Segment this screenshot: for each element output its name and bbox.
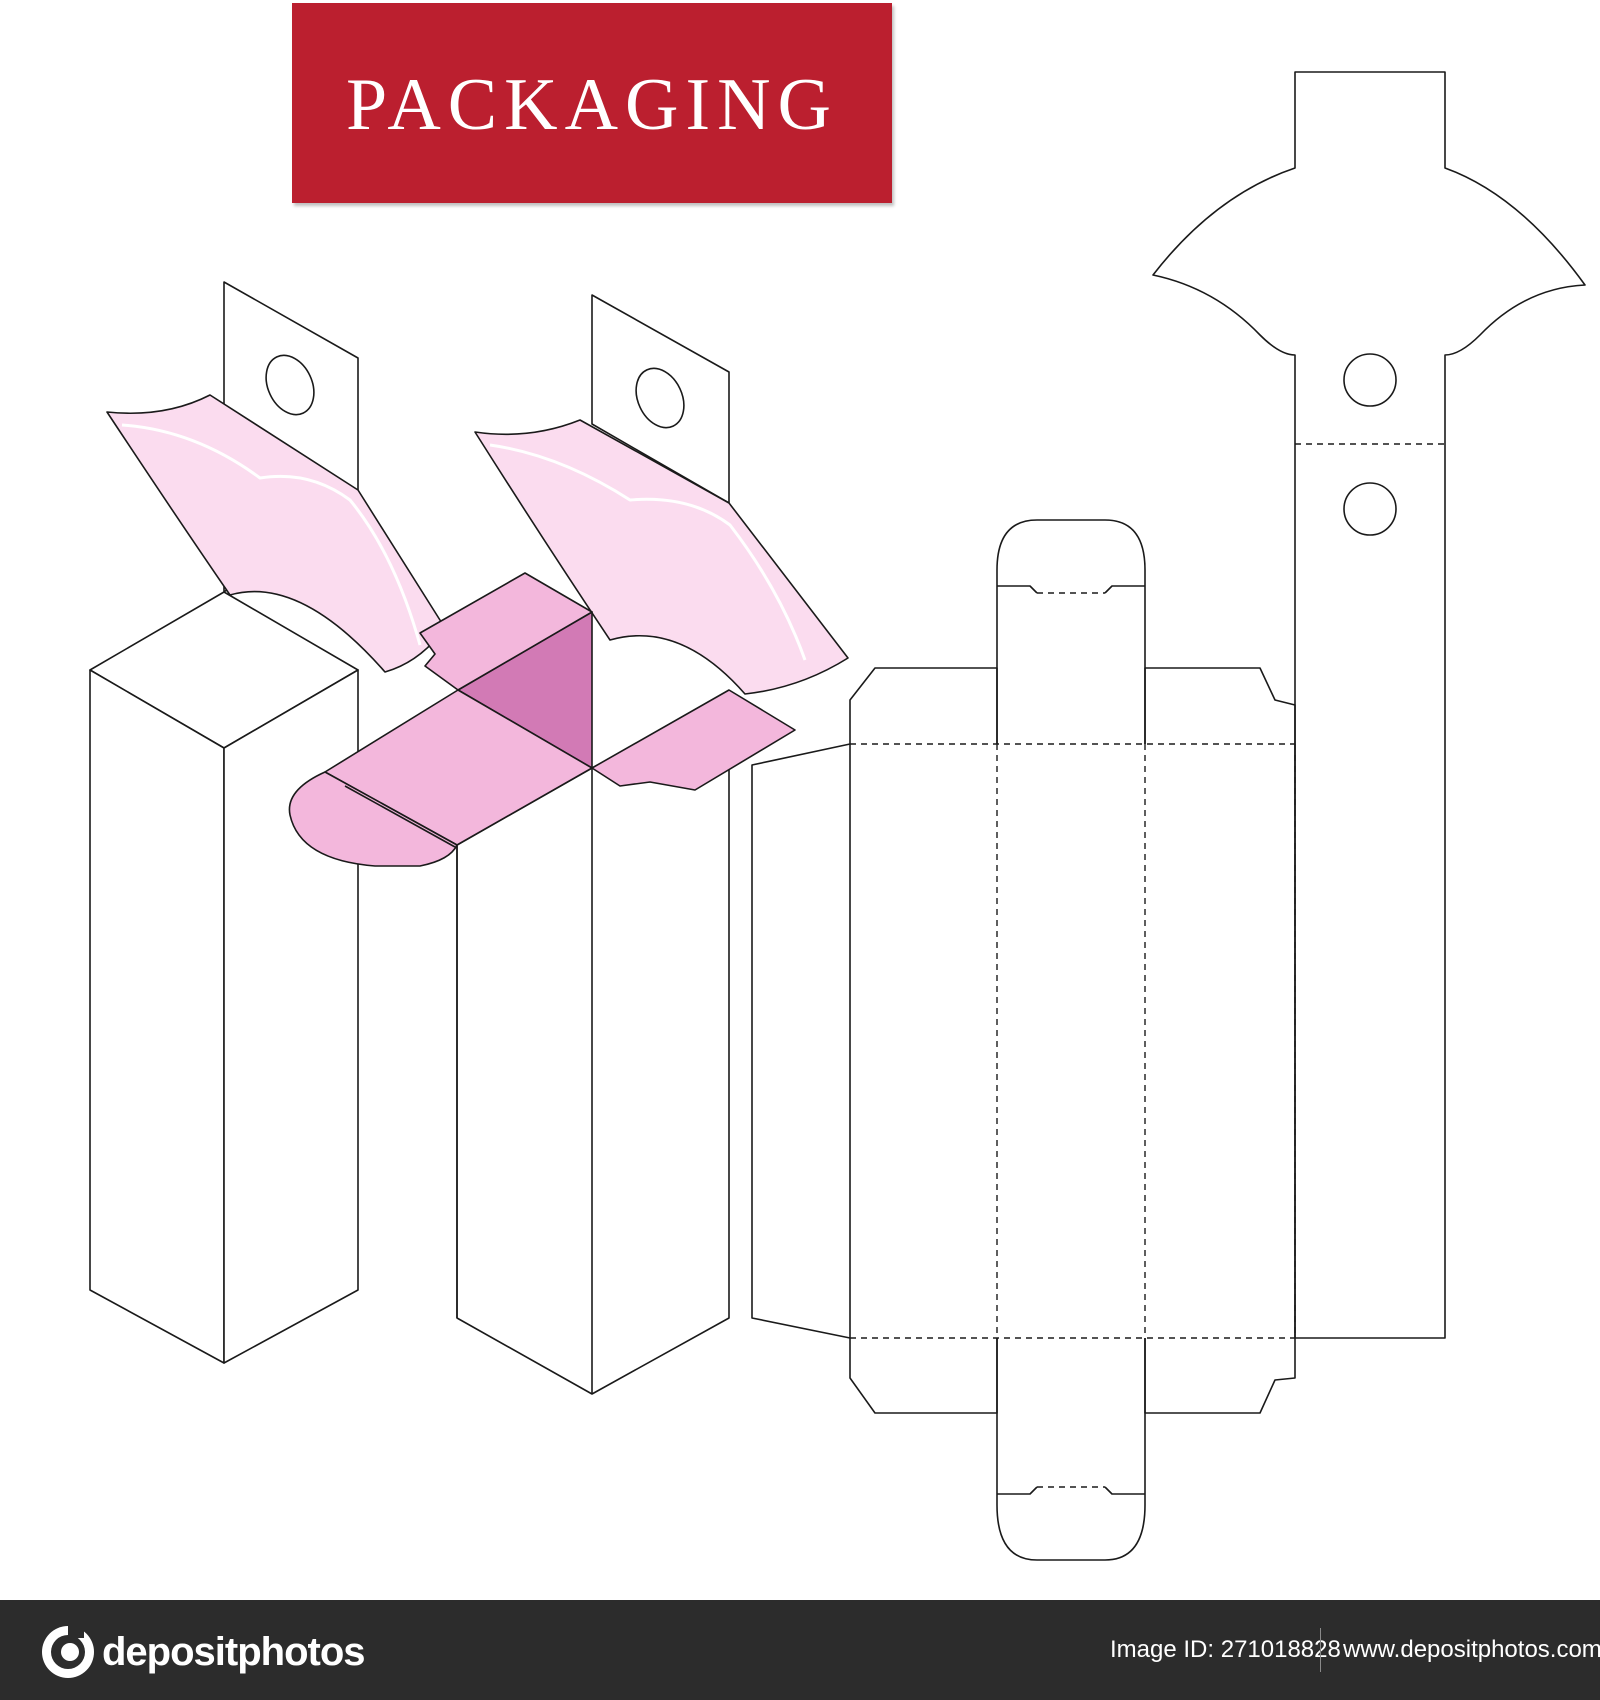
dieline-bottom-dust-left — [849, 1338, 998, 1414]
dieline-bottom-tuck — [996, 1338, 1146, 1561]
dieline-tuck-notches — [997, 585, 1145, 1495]
dieline-fold-lines — [850, 443, 1445, 1488]
left-box-lip-flap — [106, 394, 446, 673]
footer-divider — [1320, 1628, 1321, 1672]
brand[interactable]: depositphotos — [40, 1622, 366, 1682]
dieline-hole-2 — [1343, 482, 1397, 536]
box-dieline — [751, 71, 1586, 1561]
middle-box-hang-hole — [635, 367, 685, 429]
dieline-top-tuck — [996, 519, 1146, 744]
dieline-top-dust-left — [849, 667, 998, 744]
middle-box-open — [288, 294, 849, 1395]
image-id-label: Image ID: — [1110, 1636, 1215, 1663]
packaging-illustration — [89, 71, 1586, 1561]
middle-box-dust-flap-right — [591, 689, 796, 791]
dieline-glue-flap — [751, 743, 851, 1339]
title-banner: PACKAGING — [292, 3, 892, 203]
middle-box-lip-flap — [474, 419, 849, 695]
left-box-hang-hole — [265, 354, 315, 416]
depositphotos-logo-icon — [42, 1626, 94, 1678]
dieline-top-dust-right — [1144, 667, 1296, 744]
image-id: Image ID: 271018828 — [1110, 1636, 1341, 1664]
image-id-value: 271018828 — [1220, 1636, 1341, 1663]
brand-name: depositphotos — [102, 1629, 366, 1674]
footer-bar: depositphotos Image ID: 271018828 www.de… — [0, 1600, 1600, 1700]
dieline-hole-1 — [1343, 353, 1397, 407]
dieline-bottom-dust-right — [1144, 1338, 1296, 1414]
title-text: PACKAGING — [345, 63, 838, 146]
footer-url[interactable]: www.depositphotos.com — [1343, 1636, 1600, 1663]
middle-box-tuck-tab — [288, 771, 458, 867]
dieline-hang-tab — [1152, 71, 1586, 1339]
